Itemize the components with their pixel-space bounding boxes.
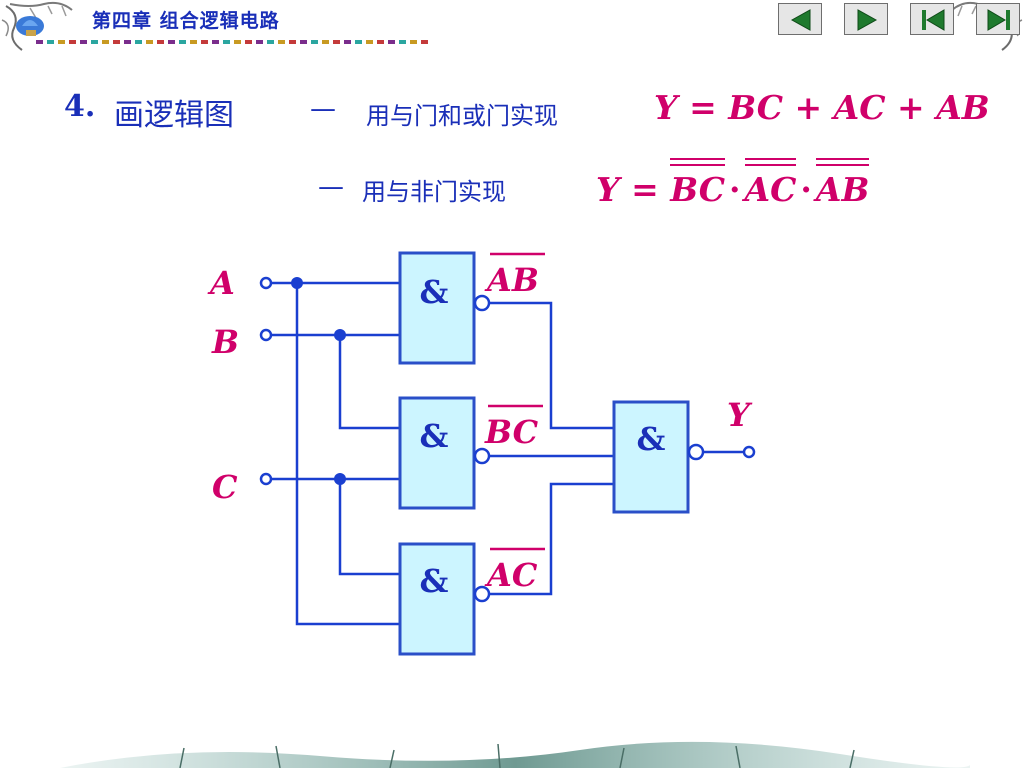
nand-gate-ac: [398, 542, 476, 656]
formula-2-term-2: AC: [744, 158, 797, 209]
first-slide-button[interactable]: [910, 3, 954, 35]
inversion-bubble-ab: [473, 294, 491, 312]
wire-b-to-gate-bc: [338, 335, 400, 430]
gate-symbol-ab: &: [420, 273, 449, 311]
previous-slide-button[interactable]: [778, 3, 822, 35]
terminal-b: [259, 328, 273, 342]
input-label-b: B: [211, 323, 239, 361]
terminal-y: [742, 445, 756, 459]
formula-1-term-3: AB: [936, 88, 990, 127]
terminal-a: [259, 276, 273, 290]
input-label-a: A: [207, 264, 235, 302]
formula-2-op-2: ·: [800, 170, 812, 209]
formula-2-lhs: Y: [596, 170, 620, 209]
triangle-left-icon: [790, 9, 811, 31]
formula-2-eq: =: [631, 170, 659, 209]
nand-gate-ab: [398, 251, 476, 365]
terminal-c: [259, 472, 273, 486]
skip-to-end-icon: [987, 9, 1010, 31]
inversion-bubble-ac: [473, 585, 491, 603]
inversion-bubble-output: [687, 443, 705, 461]
chapter-title: 第四章 组合逻辑电路: [92, 10, 280, 32]
formula-1-op-2: +: [897, 88, 925, 127]
gate-output-label-ac: AC: [484, 556, 538, 594]
last-slide-button[interactable]: [976, 3, 1020, 35]
formula-2-op-1: ·: [729, 170, 741, 209]
header-dashed-divider: [36, 40, 428, 44]
triangle-right-icon: [857, 9, 878, 31]
formula-1-op-1: +: [794, 88, 823, 127]
junction-a: [291, 277, 303, 289]
formula-1-eq: =: [689, 88, 717, 127]
wires: [272, 281, 744, 626]
output-label-y: Y: [727, 396, 753, 434]
section-title: 画逻辑图: [114, 98, 234, 133]
footer-landscape-decoration: [60, 741, 970, 768]
formula-nand: Y = BC·AC·AB: [596, 158, 870, 209]
section-number: 4.: [64, 89, 96, 124]
skip-to-start-icon: [922, 9, 945, 31]
formula-1-lhs: Y: [654, 88, 678, 127]
input-label-c: C: [212, 468, 238, 506]
method-1-dash: —: [310, 94, 336, 124]
wire-ac-to-output-gate: [489, 482, 614, 596]
junction-c: [334, 473, 346, 485]
method-2-label: 用与非门实现: [362, 178, 506, 206]
gate-symbol-bc: &: [420, 417, 449, 455]
inversion-bubble-bc: [473, 447, 491, 465]
formula-1-term-1: BC: [728, 88, 783, 127]
corner-decoration-left: [1, 1, 73, 51]
nand-gate-bc: [398, 396, 476, 510]
formula-2-term-1: BC: [670, 158, 725, 209]
gate-output-label-ab: AB: [484, 261, 539, 299]
wire-ab-to-output-gate: [489, 301, 614, 430]
formula-1-term-2: AC: [833, 88, 886, 127]
gate-output-label-bc: BC: [484, 413, 539, 451]
junction-b: [334, 329, 346, 341]
gate-symbol-ac: &: [420, 562, 449, 600]
formula-2-term-3: AB: [815, 158, 870, 209]
method-1-label: 用与门和或门实现: [366, 102, 558, 130]
wire-c-to-gate-ac: [338, 479, 400, 576]
method-2-dash: —: [318, 172, 344, 202]
nand-gate-output: [612, 400, 690, 514]
formula-and-or: Y = BC + AC + AB: [654, 88, 990, 127]
wire-a-to-gate-ac: [295, 283, 400, 626]
gate-symbol-output: &: [637, 420, 666, 458]
next-slide-button[interactable]: [844, 3, 888, 35]
